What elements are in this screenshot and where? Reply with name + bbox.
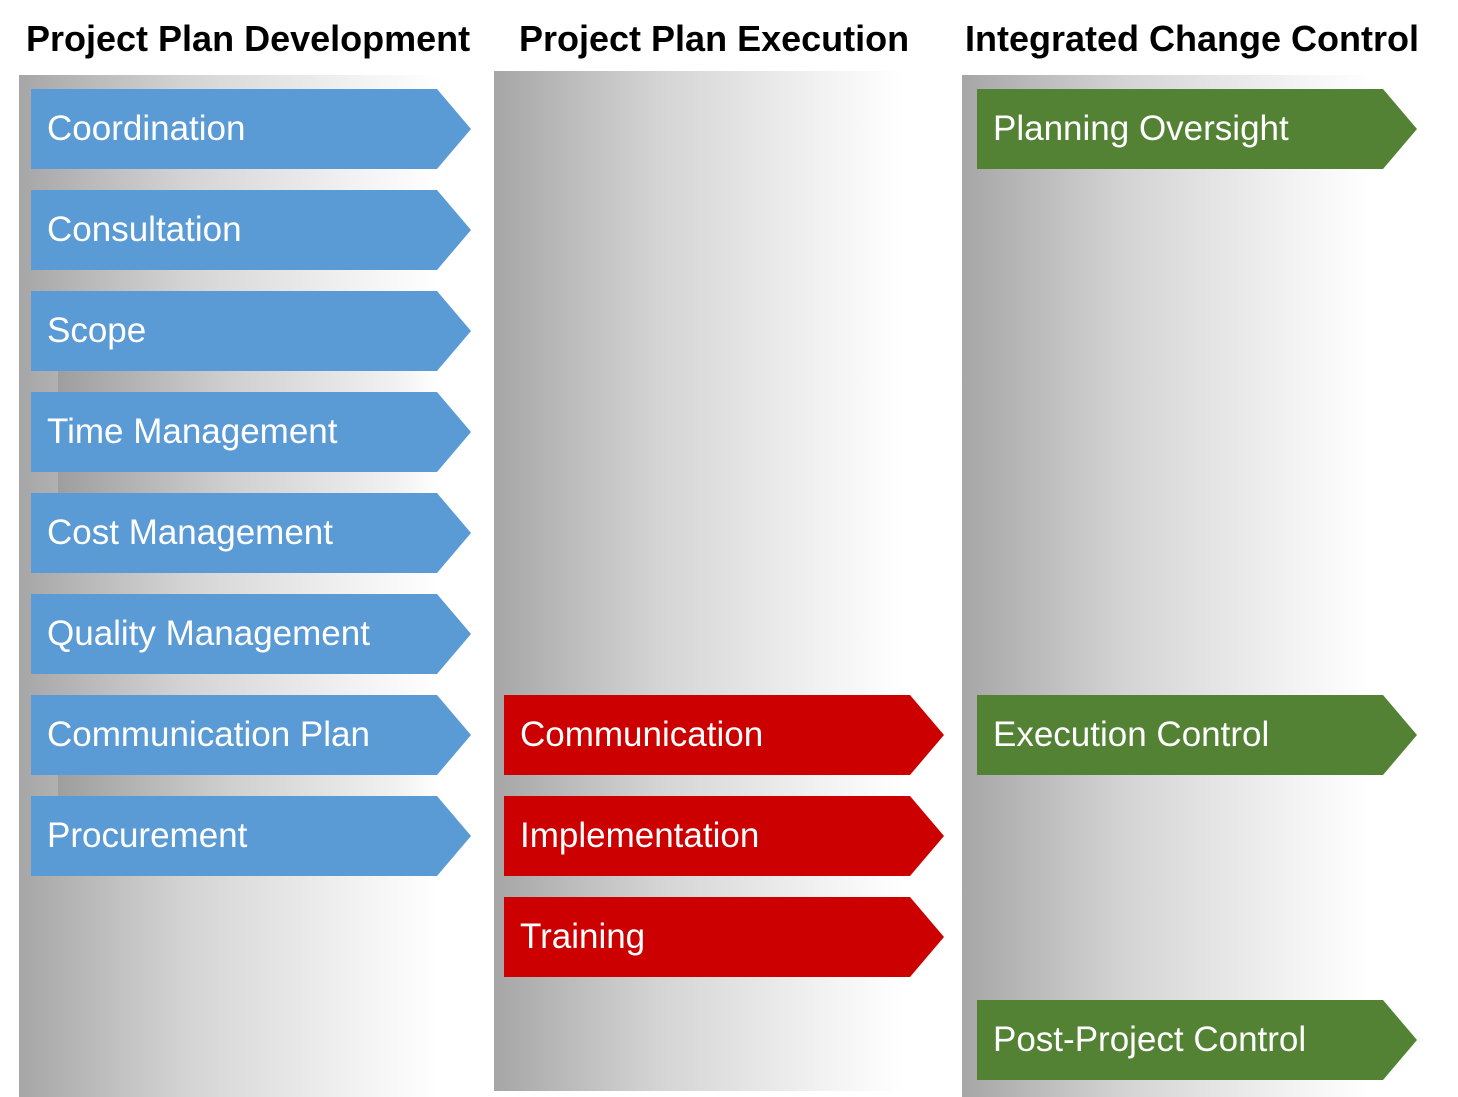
column-title-development: Project Plan Development	[26, 18, 471, 59]
change-control-band	[962, 75, 1372, 1097]
chevron-consultation: Consultation	[31, 190, 471, 270]
chevron-implementation: Implementation	[504, 796, 944, 876]
chevron-time-management: Time Management	[31, 392, 471, 472]
chevron-procurement: Procurement	[31, 796, 471, 876]
chevron-training: Training	[504, 897, 944, 977]
chevron-scope: Scope	[31, 291, 471, 371]
chevron-coordination: Coordination	[31, 89, 471, 169]
column-title-change-control: Integrated Change Control	[965, 18, 1420, 59]
chevron-communication: Communication	[504, 695, 944, 775]
chevron-cost-management: Cost Management	[31, 493, 471, 573]
scope-connector	[58, 371, 438, 392]
communication-plan-connector	[58, 775, 438, 796]
chevron-post-project-control: Post-Project Control	[977, 1000, 1417, 1080]
chevron-communication-plan: Communication Plan	[31, 695, 471, 775]
chevron-planning-oversight: Planning Oversight	[977, 89, 1417, 169]
chevron-quality-management: Quality Management	[31, 594, 471, 674]
column-title-execution: Project Plan Execution	[519, 18, 910, 59]
time-management-connector	[58, 472, 438, 493]
chevron-execution-control: Execution Control	[977, 695, 1417, 775]
